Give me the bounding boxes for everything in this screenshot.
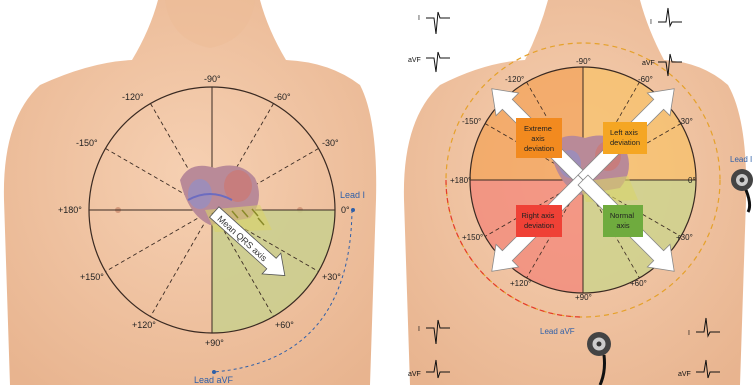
svg-text:I: I (650, 19, 652, 26)
angle-minus150: -150° (76, 138, 98, 148)
normal-axis-box: Normal axis (603, 205, 643, 237)
extreme-axis-box: Extreme axis deviation (516, 118, 562, 158)
svg-text:+180°: +180° (450, 176, 471, 185)
lead-avf-label: Lead aVF (194, 375, 234, 385)
svg-text:-30°: -30° (678, 117, 693, 126)
right-axis-deviation-diagram: Extreme axis deviation Left axis deviati… (390, 0, 753, 385)
angle-plus90: +90° (205, 338, 224, 348)
svg-text:0°: 0° (688, 176, 696, 185)
angle-0: 0° (341, 205, 350, 215)
svg-text:+120°: +120° (510, 279, 531, 288)
angle-plus30: +30° (322, 272, 341, 282)
right-axis-deviation-box: Right axis deviation (516, 205, 562, 237)
svg-text:I: I (688, 330, 690, 337)
svg-text:aVF: aVF (408, 371, 421, 378)
svg-text:+60°: +60° (630, 279, 647, 288)
svg-text:Right axis deviation: Right axis deviation (521, 211, 556, 230)
svg-text:aVF: aVF (408, 57, 421, 64)
svg-text:+30°: +30° (676, 233, 693, 242)
svg-text:I: I (418, 326, 420, 333)
lead-avf-label-right: Lead aVF (540, 327, 575, 336)
svg-text:-90°: -90° (576, 57, 591, 66)
lead-i-label-right: Lead I (730, 155, 752, 164)
angle-plus180: +180° (58, 205, 82, 215)
svg-text:aVF: aVF (642, 60, 655, 67)
angle-minus60: -60° (274, 92, 291, 102)
svg-text:-120°: -120° (505, 75, 524, 84)
svg-text:aVF: aVF (678, 371, 691, 378)
svg-text:Left axis deviation: Left axis deviation (610, 128, 640, 147)
angle-minus90: -90° (204, 74, 221, 84)
svg-text:I: I (418, 15, 420, 22)
svg-text:+150°: +150° (462, 233, 483, 242)
left-axis-deviation-box: Left axis deviation (603, 122, 647, 154)
svg-text:-150°: -150° (462, 117, 481, 126)
angle-minus30: -30° (322, 138, 339, 148)
angle-plus60: +60° (275, 320, 294, 330)
lead-i-label: Lead I (340, 190, 365, 200)
svg-text:+90°: +90° (575, 293, 592, 302)
angle-minus120: -120° (122, 92, 144, 102)
angle-plus120: +120° (132, 320, 156, 330)
left-axis-diagram: Mean QRS axis -90° -60° -120° -30° -150°… (0, 0, 380, 385)
svg-text:-60°: -60° (638, 75, 653, 84)
angle-plus150: +150° (80, 272, 104, 282)
